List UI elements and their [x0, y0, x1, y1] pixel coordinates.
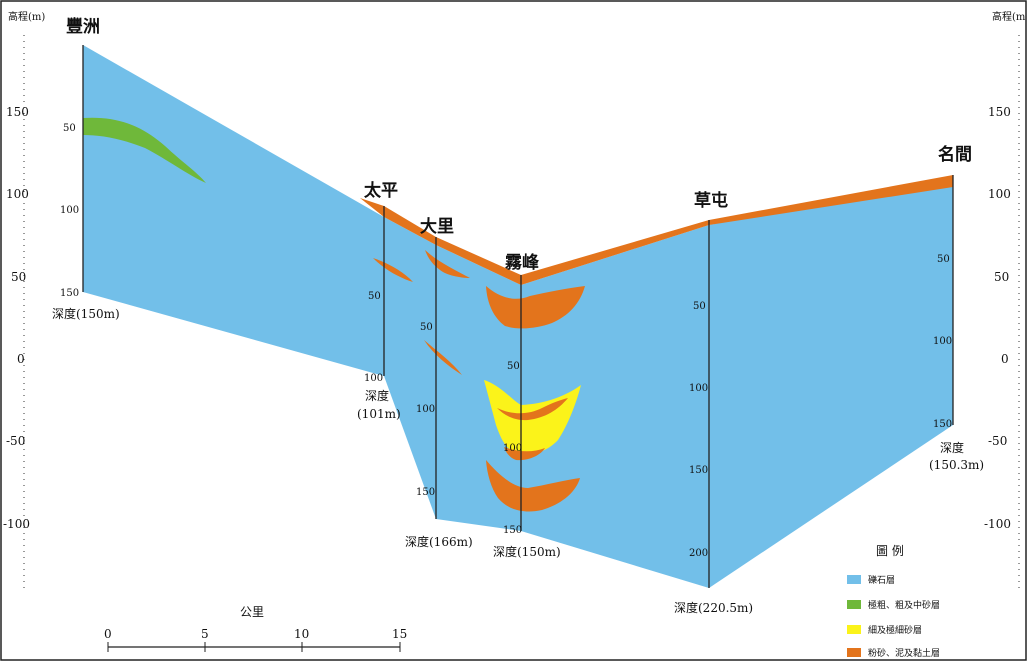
silt-lens-dali-upper	[425, 250, 470, 278]
depth-label-wufeng: 深度(150m)	[493, 544, 561, 559]
station-names: 豐洲 太平 大里 霧峰 草屯 名間	[66, 16, 972, 273]
gravel-panel-wufeng-caotun	[521, 225, 709, 588]
depth-tick-wufeng: 150	[503, 525, 522, 536]
left-tick-label: 50	[11, 270, 26, 284]
gravel-panel-fengzhou-taiping	[83, 45, 384, 376]
legend-title: 圖 例	[876, 544, 904, 558]
depth-tick-caotun: 150	[689, 465, 708, 476]
right-tick-label: 50	[994, 270, 1009, 284]
left-tick-label: 0	[17, 352, 25, 366]
depth-tick-wufeng: 100	[503, 443, 522, 454]
borehole-depth-labels: 深度(150m) 深度 (101m) 深度(166m) 深度(150m) 深度(…	[52, 306, 984, 615]
depth-label-taiping-line1: 深度	[365, 388, 389, 403]
depth-label-fengzhou: 深度(150m)	[52, 306, 120, 321]
silt-surface-wufeng-caotun	[521, 220, 709, 285]
scale-bar-title: 公里	[240, 605, 264, 619]
silt-lens-wufeng-top	[486, 286, 585, 329]
left-tick-label: 100	[6, 187, 29, 201]
left-tick-label: -50	[6, 434, 25, 448]
coarse-sand-lens	[83, 117, 206, 183]
legend-label-gravel: 礫石層	[868, 574, 895, 586]
depth-label-caotun: 深度(220.5m)	[674, 600, 753, 615]
depth-tick-fengzhou: 100	[60, 205, 79, 216]
station-name-mingjian: 名間	[938, 144, 972, 165]
right-tick-label: -100	[984, 517, 1011, 531]
scale-bar-label: 10	[294, 627, 309, 641]
legend-label-silt-clay: 粉砂、泥及黏土層	[868, 647, 940, 659]
legend-swatch-gravel	[847, 575, 861, 584]
legend: 圖 例 礫石層 極粗、粗及中砂層 細及極細砂層 粉砂、泥及黏土層	[847, 544, 940, 659]
depth-tick-caotun: 200	[689, 548, 708, 559]
right-tick-label: 100	[988, 187, 1011, 201]
depth-tick-caotun: 50	[693, 301, 706, 312]
right-tick-label: 150	[988, 105, 1011, 119]
depth-tick-dali: 150	[416, 487, 435, 498]
depth-tick-taiping: 50	[368, 291, 381, 302]
legend-label-coarse-sand: 極粗、粗及中砂層	[868, 599, 940, 611]
depth-tick-mingjian: 50	[937, 254, 950, 265]
depth-label-mingjian-line1: 深度	[940, 440, 964, 455]
scale-bar-label: 15	[392, 627, 407, 641]
legend-label-fine-sand: 細及極細砂層	[868, 624, 922, 636]
station-name-fengzhou: 豐洲	[66, 16, 100, 37]
depth-tick-dali: 50	[420, 322, 433, 333]
silt-lens-dali-lower	[424, 340, 462, 375]
right-tick-label: -50	[988, 434, 1007, 448]
scale-bar-label: 0	[104, 627, 112, 641]
silt-lens-wufeng-lower	[504, 447, 545, 461]
depth-label-dali: 深度(166m)	[405, 534, 473, 549]
gravel-panel-caotun-mingjian	[709, 178, 953, 588]
legend-swatch-silt-clay	[847, 648, 861, 657]
silt-surface-caotun-mingjian	[709, 175, 953, 225]
scale-bar: 公里 0 5 10 15	[104, 605, 407, 652]
station-name-wufeng: 霧峰	[505, 252, 540, 273]
depth-tick-mingjian: 150	[933, 419, 952, 430]
gravel-panel-taiping-dali	[384, 217, 436, 519]
borehole-depth-ticks: 50 100 150 50 100 50 100 150 50 100 150 …	[60, 123, 952, 559]
left-axis-title: 高程(m)	[8, 10, 45, 23]
depth-tick-dali: 100	[416, 404, 435, 415]
right-elevation-axis: 高程(m 150 100 50 0 -50 -100	[984, 10, 1026, 590]
silt-lens-taiping	[373, 258, 413, 282]
depth-tick-mingjian: 100	[933, 336, 952, 347]
silt-surface-fengzhou-taiping	[360, 198, 384, 217]
silt-lens-wufeng-bottom	[486, 460, 580, 512]
depth-label-taiping-line2: (101m)	[357, 407, 401, 421]
scale-bar-label: 5	[201, 627, 209, 641]
left-tick-label: 150	[6, 105, 29, 119]
right-tick-label: 0	[1001, 352, 1009, 366]
depth-tick-taiping: 100	[364, 373, 383, 384]
depth-tick-wufeng: 50	[507, 361, 520, 372]
left-tick-label: -100	[3, 517, 30, 531]
station-name-taiping: 太平	[364, 180, 398, 201]
silt-lens-wufeng-mid	[497, 398, 568, 421]
depth-tick-caotun: 100	[689, 383, 708, 394]
legend-swatch-fine-sand	[847, 625, 861, 634]
left-elevation-axis: 高程(m) 150 100 50 0 -50 -100	[3, 10, 45, 590]
silt-clay-layers	[360, 175, 953, 512]
silt-surface-dali-wufeng	[436, 237, 521, 285]
legend-swatch-coarse-sand	[847, 600, 861, 609]
station-name-dali: 大里	[420, 216, 454, 237]
boreholes	[82, 45, 954, 588]
depth-tick-fengzhou: 150	[60, 288, 79, 299]
depth-label-mingjian-line2: (150.3m)	[929, 458, 984, 472]
depth-tick-fengzhou: 50	[63, 123, 76, 134]
right-axis-title: 高程(m	[992, 10, 1026, 23]
silt-surface-taiping-dali	[384, 206, 436, 245]
station-name-caotun: 草屯	[694, 190, 728, 211]
